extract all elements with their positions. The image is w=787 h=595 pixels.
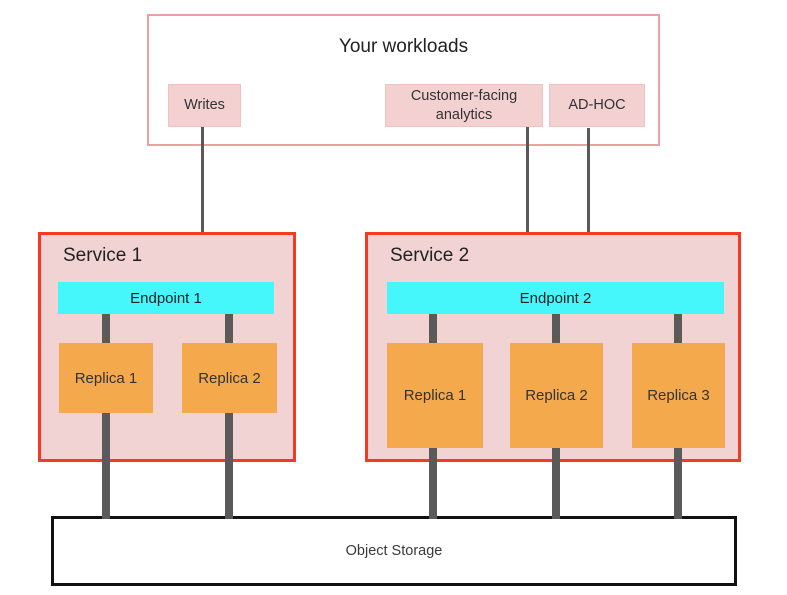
service-2-replica-3-label: Replica 3	[647, 387, 710, 404]
service-2-replica-2-label: Replica 2	[525, 387, 588, 404]
object-storage-label: Object Storage	[345, 543, 443, 559]
service-1-endpoint: Endpoint 1	[58, 282, 274, 314]
connector-s2-replica3-storage	[674, 448, 682, 519]
service-2-replica-1-label: Replica 1	[403, 387, 467, 404]
connector-endpoint2-replica2	[552, 314, 560, 343]
arrow-adhoc-to-endpoint2-line	[587, 128, 590, 261]
workloads-title: Your workloads	[338, 36, 469, 57]
connector-endpoint2-replica3	[674, 314, 682, 343]
workload-writes-label: Writes	[184, 97, 225, 114]
connector-s1-replica2-storage	[225, 413, 233, 519]
service-1-replica-1-label: Replica 1	[74, 369, 138, 387]
arrow-analytics-to-endpoint2-line	[526, 127, 529, 261]
service-1-replica-2-label: Replica 2	[198, 369, 261, 387]
service-2-replica-3: Replica 3	[632, 343, 725, 448]
connector-s2-replica2-storage	[552, 448, 560, 519]
service-1-title: Service 1	[63, 245, 143, 266]
workload-writes: Writes	[168, 84, 241, 127]
service-2-replica-2: Replica 2	[510, 343, 603, 448]
service-2-title: Service 2	[390, 245, 470, 266]
workload-customer-facing-analytics-label: Customer-facing analytics	[410, 88, 518, 123]
workload-customer-facing-analytics: Customer-facing analytics	[385, 84, 543, 127]
service-2-panel: Service 2 Endpoint 2 Replica 1 Replica 2…	[365, 232, 741, 462]
service-1-panel: Service 1 Endpoint 1 Replica 1 Replica 2	[38, 232, 296, 462]
service-1-replica-1: Replica 1	[59, 343, 153, 413]
workload-adhoc: AD-HOC	[549, 84, 645, 127]
service-1-replica-2: Replica 2	[182, 343, 277, 413]
connector-endpoint1-replica2	[225, 314, 233, 343]
arrow-writes-to-endpoint1-line	[201, 127, 204, 257]
service-2-endpoint-label: Endpoint 2	[519, 289, 592, 307]
workload-adhoc-label: AD-HOC	[568, 97, 626, 114]
service-2-replica-1: Replica 1	[387, 343, 483, 448]
connector-s2-replica1-storage	[429, 448, 437, 519]
connector-endpoint2-replica1	[429, 314, 437, 343]
connector-endpoint1-replica1	[102, 314, 110, 343]
service-2-endpoint: Endpoint 2	[387, 282, 724, 314]
object-storage-box: Object Storage	[51, 516, 737, 586]
connector-s1-replica1-storage	[102, 413, 110, 519]
workloads-panel: Your workloads Writes Customer-facing an…	[147, 14, 660, 146]
service-1-endpoint-label: Endpoint 1	[130, 289, 202, 307]
